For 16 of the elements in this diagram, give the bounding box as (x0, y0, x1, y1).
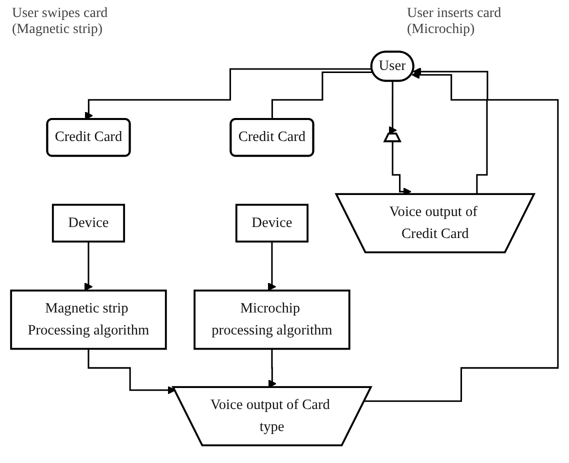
node-box: Magnetic strip Processing algorithm (10, 290, 167, 350)
arrow (388, 80, 397, 135)
arrow (84, 68, 372, 120)
arrow (364, 67, 559, 402)
node-box: Microchip processing algorithm (194, 290, 350, 350)
arrow (84, 240, 93, 292)
node-box: Device (52, 204, 126, 243)
arrow (412, 70, 488, 196)
connector (271, 72, 373, 120)
node-box: Device (235, 204, 308, 243)
arrow (268, 240, 276, 292)
node-trapezoid (383, 132, 402, 142)
arrow (268, 348, 277, 388)
annotation-text: User inserts card (Microchip) (407, 6, 502, 38)
arrow (88, 348, 176, 394)
annotation-text: User swipes card (Magnetic strip) (12, 6, 109, 38)
